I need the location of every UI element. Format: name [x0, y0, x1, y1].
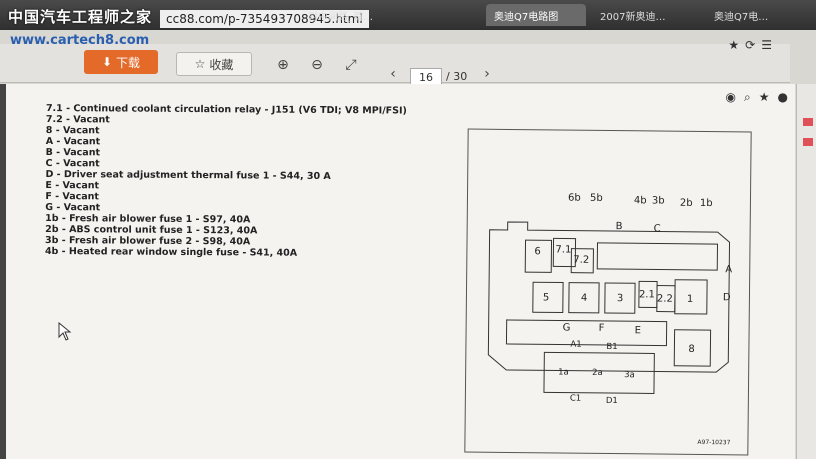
relay-7-1: 7.1: [555, 244, 571, 255]
diagram-code: A97-10237: [697, 439, 730, 446]
mouse-cursor-icon: [58, 322, 72, 341]
tab-1[interactable]: 对中间路_首…: [308, 12, 373, 23]
tab-4[interactable]: 奥迪Q7电…: [714, 12, 769, 23]
collect-button[interactable]: ☆ 收藏: [176, 52, 252, 76]
relay-3: 3: [617, 293, 623, 304]
label-D1: D1: [606, 396, 618, 406]
relay-7-2: 7.2: [573, 255, 589, 266]
label-C: C: [654, 223, 661, 234]
page-total: / 30: [446, 70, 468, 83]
download-icon: ⬇: [101, 55, 113, 69]
watermark-title: 中国汽车工程师之家: [8, 8, 153, 26]
label-6b: 6b: [568, 193, 581, 204]
tab-3[interactable]: 2007新奥迪…: [600, 12, 666, 23]
label-A1: A1: [570, 340, 581, 350]
zoom-out-icon[interactable]: ⊖: [311, 57, 323, 73]
relay-2-2: 2.2: [657, 294, 673, 305]
label-D: D: [723, 292, 731, 303]
refresh-icon[interactable]: ⟳: [745, 38, 756, 52]
share-icon[interactable]: [803, 118, 813, 126]
label-5b: 5b: [590, 193, 603, 204]
search-icon[interactable]: ⌕: [744, 90, 751, 104]
label-4b: 4b: [634, 195, 647, 206]
relay-4: 4: [581, 293, 587, 304]
browser-tab-bar: [0, 0, 816, 30]
label-3b: 3b: [652, 195, 665, 206]
label-2b: 2b: [680, 198, 693, 209]
label-B1: B1: [606, 342, 617, 352]
star-icon[interactable]: ★: [728, 38, 740, 52]
relay-1a: 1a: [558, 367, 569, 377]
fuse-listing: 7.1 - Continued coolant circulation rela…: [45, 103, 407, 260]
label-E: E: [635, 325, 641, 336]
prev-page-icon[interactable]: ‹: [390, 66, 396, 82]
label-1b: 1b: [700, 198, 713, 209]
fuse-box-svg: 6b 5b 4b 3b 2b 1b B C A D G F E A1 B1 C1…: [487, 193, 732, 446]
relay-6: 6: [534, 246, 540, 257]
left-edge: [0, 84, 6, 459]
fullscreen-icon[interactable]: ⤢: [345, 57, 357, 73]
label-B: B: [616, 221, 623, 232]
wechat-icon[interactable]: ●: [777, 90, 788, 104]
relay-2a: 2a: [592, 368, 603, 378]
menu-icon[interactable]: ☰: [761, 38, 772, 52]
collect-label: 收藏: [209, 57, 234, 72]
social-icons: ◉ ⌕ ★ ●: [718, 90, 788, 105]
label-A: A: [725, 264, 732, 275]
relay-5: 5: [543, 292, 549, 303]
star-outline-icon: ☆: [194, 57, 206, 71]
relay-1: 1: [687, 294, 693, 305]
relay-3a: 3a: [624, 370, 635, 380]
relay-2-1: 2.1: [639, 289, 655, 300]
browser-nav-icons: ★ ⟳ ☰: [722, 38, 772, 52]
label-G: G: [563, 323, 571, 334]
label-F: F: [599, 323, 605, 334]
download-label: 下载: [116, 55, 141, 70]
scrollbar[interactable]: [796, 84, 816, 459]
download-button[interactable]: ⬇ 下载: [84, 50, 158, 74]
favorite-icon[interactable]: ★: [758, 90, 770, 104]
zoom-in-icon[interactable]: ⊕: [277, 57, 289, 73]
address-bar[interactable]: cc88.com/p-735493708945.html: [160, 10, 369, 28]
next-page-icon[interactable]: ›: [484, 66, 490, 82]
weibo-icon[interactable]: ◉: [725, 90, 737, 104]
fuse-box-diagram: 6b 5b 4b 3b 2b 1b B C A D G F E A1 B1 C1…: [464, 128, 752, 456]
comment-icon[interactable]: [803, 138, 813, 146]
label-C1: C1: [570, 394, 581, 404]
relay-8: 8: [688, 344, 694, 355]
tab-2[interactable]: 奥迪Q7电路图: [486, 4, 586, 26]
